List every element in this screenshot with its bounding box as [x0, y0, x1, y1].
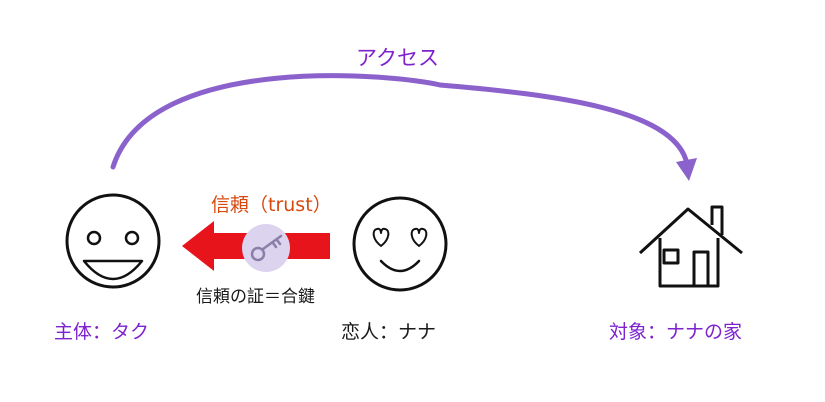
trust-label: 信頼（trust）: [211, 194, 332, 216]
target-label: 対象：ナナの家: [609, 321, 743, 343]
heart-eyes-face-icon: [352, 196, 448, 292]
subject-label: 主体：タク: [54, 321, 150, 343]
house-icon: [638, 205, 743, 288]
key-icon: [242, 224, 290, 272]
smiley-face-icon: [65, 193, 161, 289]
access-label: アクセス: [356, 46, 439, 70]
lover-label: 恋人：ナナ: [341, 321, 437, 343]
access-arrowhead: [676, 158, 697, 181]
trust-proof-label: 信頼の証＝合鍵: [196, 287, 315, 307]
access-arc: [110, 73, 689, 170]
